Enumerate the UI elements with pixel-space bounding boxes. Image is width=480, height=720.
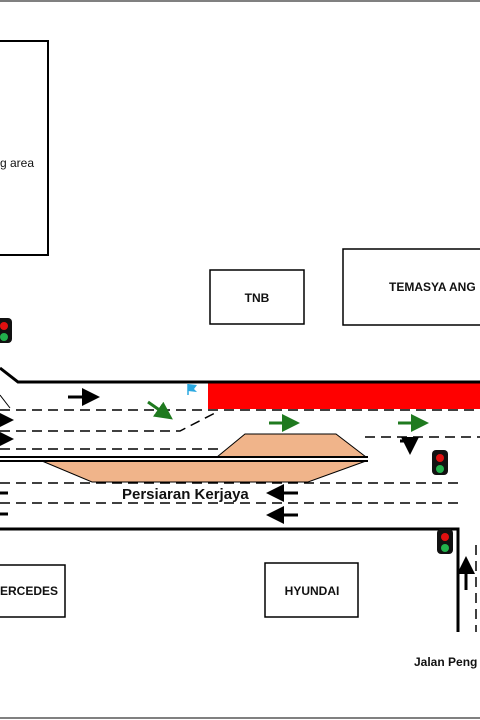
parking-area-box: [0, 40, 49, 256]
traffic-light-icon: [437, 529, 453, 554]
median-island-upper: [215, 433, 368, 458]
traffic-light-icon: [432, 450, 448, 475]
mercedes-box: [0, 564, 66, 618]
lane-divider-2: [0, 412, 216, 432]
median-island-lower: [41, 460, 367, 483]
corner-line: [0, 394, 11, 409]
tnb-label: TNB: [245, 291, 270, 305]
red-zone: [208, 382, 480, 409]
road-name-side: Jalan Peng: [414, 655, 477, 669]
tnb-box: [209, 269, 305, 325]
arrow-icon: [147, 400, 173, 420]
road-top-curb: [0, 366, 480, 384]
mercedes-label: ERCEDES: [0, 584, 58, 598]
road-name-main: Persiaran Kerjaya: [122, 486, 249, 503]
temasya-label: TEMASYA ANG: [389, 280, 476, 294]
temasya-box: [342, 248, 480, 326]
hyundai-label: HYUNDAI: [285, 584, 340, 598]
traffic-light-icon: [0, 318, 12, 343]
hyundai-box: [264, 562, 359, 618]
parking-area-label: g area: [0, 156, 34, 170]
flag-icon: [187, 384, 197, 395]
road-bottom-curb: [0, 527, 460, 632]
turn-right-arrow-icon: [400, 437, 419, 455]
